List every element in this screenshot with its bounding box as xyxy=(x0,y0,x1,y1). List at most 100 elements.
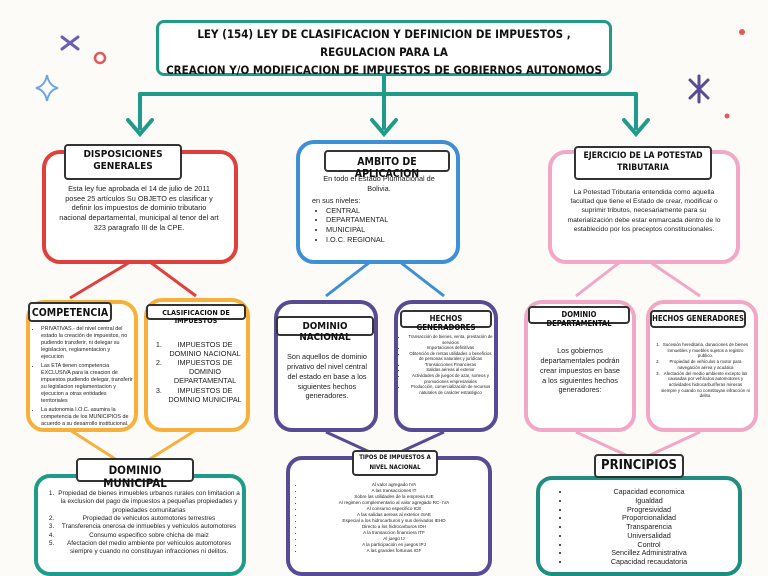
list-item: MUNICIPAL xyxy=(326,225,446,235)
principios-box xyxy=(536,476,742,576)
dominio-departamental-heading: DOMINIO DEPARTAMENTAL xyxy=(528,306,630,328)
dominio-municipal-heading: DOMINIO MUNICIPAL xyxy=(76,458,194,490)
list-item: Propiedad de vehiculos automotores terre… xyxy=(56,515,242,523)
list-item: A las grandes fortunas IGF xyxy=(304,548,484,554)
list-item: A las transacciones IT xyxy=(304,488,484,494)
list-item: Progresividad xyxy=(570,505,728,515)
tipos-box xyxy=(286,456,492,576)
list-item: La autonomia I.O.C. asumira la competenc… xyxy=(41,407,134,428)
list-item: CENTRAL xyxy=(326,206,446,216)
list-item: Propiedad de bienes inmuebles urbanos ru… xyxy=(56,490,242,515)
list-item: IMPUESTOS DE DOMINIO NACIONAL xyxy=(164,340,246,358)
list-item: PRIVATIVAS.- del nivel central del estad… xyxy=(41,326,134,361)
disposiciones-heading: DISPOSICIONES GENERALES xyxy=(64,144,182,180)
ambito-niveles-list: CENTRAL DEPARTAMENTAL MUNICIPAL I.O.C. R… xyxy=(312,206,446,245)
principios-content: Capacidad economica Igualdad Progresivid… xyxy=(556,487,728,567)
disposiciones-text: Esta ley fue aprobada el 14 de julio de … xyxy=(59,184,219,232)
list-item: Transferencia onerosa de inmuebles y veh… xyxy=(56,523,242,531)
principios-heading: PRINCIPIOS xyxy=(594,454,684,478)
list-item: Universalidad xyxy=(570,531,728,541)
list-item: Afectación del medio ambiente excepto la… xyxy=(661,371,750,400)
list-item: Transacción de bienes, venta, prestación… xyxy=(407,334,494,345)
sparkle-icon xyxy=(688,74,710,104)
list-item: Al regimen complementario al valor agreg… xyxy=(304,500,484,506)
list-item: A la participación en juegos IPJ xyxy=(304,542,484,548)
star-icon xyxy=(35,74,59,102)
dot-icon xyxy=(739,29,745,35)
list-item: Igualdad xyxy=(570,496,728,506)
ejercicio-heading: EJERCICIO DE LA POTESTAD TRIBUTARIA xyxy=(574,146,712,180)
hechos-nacional-content: Transacción de bienes, venta, prestación… xyxy=(400,334,494,395)
competencia-box xyxy=(26,300,138,432)
list-item: I.O.C. REGIONAL xyxy=(326,235,446,245)
dot-icon xyxy=(724,113,730,119)
list-item: Obtención de rentas utilidades o benefic… xyxy=(407,351,494,362)
title-line-2: CREACION Y/O MODIFICACION DE IMPUESTOS D… xyxy=(166,62,602,77)
list-item: IMPUESTOS DE DOMINIO DEPARTAMENTAL xyxy=(164,358,246,385)
clasificacion-list: IMPUESTOS DE DOMINIO NACIONAL IMPUESTOS … xyxy=(150,340,246,404)
list-item: Transparencia xyxy=(570,522,728,532)
list-item: Las ETA tienen competencia EXCLUSIVA par… xyxy=(41,363,134,405)
title-box xyxy=(156,20,612,76)
list-item: Importaciones definitivas xyxy=(407,345,494,351)
hechos-departamental-content: Sucesión hereditaria, donaciones de bien… xyxy=(652,342,750,399)
list-item: Sucesión hereditaria, donaciones de bien… xyxy=(661,342,750,359)
principios-list: Capacidad economica Igualdad Progresivid… xyxy=(556,487,728,567)
list-item: Al juego IJ xyxy=(304,536,484,542)
list-item: IMPUESTOS DE DOMINIO MUNICIPAL xyxy=(164,386,246,404)
competencia-content: PRIVATIVAS.- del nivel central del estad… xyxy=(32,326,134,428)
list-item: Especial a los hidrocarburos y sus deriv… xyxy=(304,518,484,524)
list-item: Sobre las utilidades de la empresa IUE xyxy=(304,494,484,500)
page-title: LEY (154) LEY DE CLASIFICACION Y DEFINIC… xyxy=(160,26,608,79)
tipos-content: Al valor agregado IVA A las transaccione… xyxy=(296,482,484,554)
list-item: Salidas aéreas al exterior xyxy=(407,367,494,373)
tipos-list: Al valor agregado IVA A las transaccione… xyxy=(296,482,484,554)
ambito-content: En todo el Estado Plurinacional de Boliv… xyxy=(312,174,446,245)
tipos-heading: TIPOS DE IMPUESTOS A NIVEL NACIONAL xyxy=(352,450,438,476)
hechos-departamental-list: Sucesión hereditaria, donaciones de bien… xyxy=(652,342,750,399)
list-item: Sencillez Administrativa xyxy=(570,549,728,558)
list-item: A las salidas aereas al exterior ISAE xyxy=(304,512,484,518)
ejercicio-text: La Potestad Tributaria entendida como aq… xyxy=(567,189,721,233)
list-item: Propiedad de vehículos a motor para nave… xyxy=(661,359,750,370)
list-item: DEPARTAMENTAL xyxy=(326,215,446,225)
dominio-municipal-content: Propiedad de bienes inmuebles urbanos ru… xyxy=(42,490,242,557)
clasificacion-heading: CLASIFICACION DE IMPUESTOS xyxy=(146,304,246,325)
ambito-niveles-label: en sus niveles: xyxy=(312,195,361,205)
list-item: Capacidad economica xyxy=(570,487,728,497)
branch-lines-blue xyxy=(325,260,445,298)
hechos-departamental-heading: HECHOS GENERADORES xyxy=(650,310,746,328)
list-item: Capacidad recaudatoria xyxy=(570,557,728,567)
list-item: Consumo especifico sobre chicha de maiz xyxy=(56,532,242,540)
list-item: Proporcionalidad xyxy=(570,514,728,523)
dominio-nacional-heading: DOMINIO NACIONAL xyxy=(276,316,374,343)
branch-lines-pink xyxy=(575,260,701,458)
title-line-1: LEY (154) LEY DE CLASIFICACION Y DEFINIC… xyxy=(197,27,571,59)
clasificacion-box xyxy=(144,298,250,432)
branch-lines-red xyxy=(69,260,197,300)
dominio-departamental-text: Los gobiernos departamentales podrán cre… xyxy=(540,346,620,395)
list-item: Transacciones Financieras xyxy=(407,362,494,368)
dominio-nacional-text: Son aquellos de dominio privativo del ni… xyxy=(287,352,367,401)
list-item: Afectacion del medio ambiente por vehicu… xyxy=(56,540,242,557)
list-item: A la transaccion financiera ITF xyxy=(304,530,484,536)
ring-icon xyxy=(93,51,107,65)
clasificacion-content: IMPUESTOS DE DOMINIO NACIONAL IMPUESTOS … xyxy=(150,340,246,404)
list-item: Al consumo especifico ICE xyxy=(304,506,484,512)
list-item: Directo a los hidrocarburos IDH xyxy=(304,524,484,530)
connectors xyxy=(126,74,650,138)
sparkle-icon xyxy=(60,35,80,51)
branch-lines-orange xyxy=(69,428,197,464)
list-item: Producción, comercialización de recursos… xyxy=(407,384,494,395)
competencia-list: PRIVATIVAS.- del nivel central del estad… xyxy=(32,326,134,428)
competencia-heading: COMPETENCIA xyxy=(28,302,112,322)
list-item: Actividades de juegos de azar, sorteos y… xyxy=(407,373,494,384)
list-item: Control xyxy=(570,540,728,550)
list-item: Al valor agregado IVA xyxy=(304,482,484,488)
dominio-municipal-list: Propiedad de bienes inmuebles urbanos ru… xyxy=(42,490,242,557)
hechos-nacional-heading: HECHOS GENERADORES xyxy=(400,310,492,332)
ambito-heading: AMBITO DE APLICACION xyxy=(324,150,450,180)
hechos-nacional-list: Transacción de bienes, venta, prestación… xyxy=(400,334,494,395)
ambito-text: En todo el Estado Plurinacional de Boliv… xyxy=(323,174,435,193)
